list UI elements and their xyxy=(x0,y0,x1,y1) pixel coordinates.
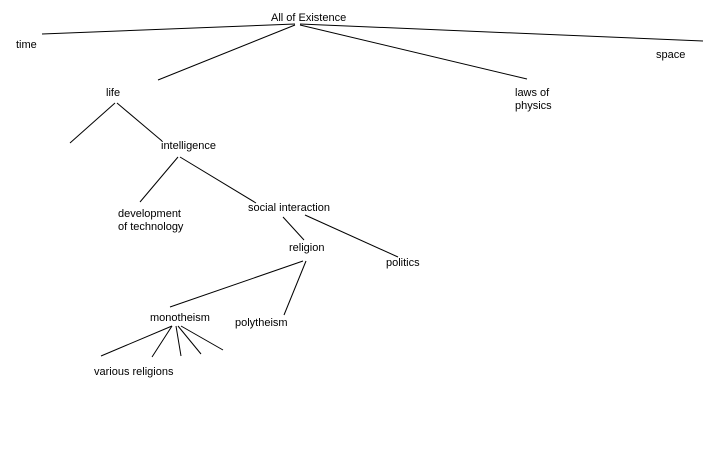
node-politics: politics xyxy=(386,257,420,269)
edge-intelligence-social-interaction xyxy=(179,156,257,204)
edge-monotheism-branch-4 xyxy=(177,325,202,355)
edge-life-unnamed-branch xyxy=(69,102,116,144)
edge-monotheism-branch-2 xyxy=(151,325,173,358)
edge-religion-polytheism xyxy=(283,260,307,316)
node-religion: religion xyxy=(289,242,325,254)
node-development-line2: of technology xyxy=(118,221,184,233)
node-intelligence: intelligence xyxy=(161,140,217,152)
edge-root-time xyxy=(41,23,296,35)
node-various-religions: various religions xyxy=(94,366,174,378)
node-social-interaction: social interaction xyxy=(248,202,330,214)
edge-monotheism-branch-3 xyxy=(175,325,182,357)
node-laws-of-physics: laws of physics xyxy=(515,87,552,113)
node-laws-of-physics-line1: laws of xyxy=(515,87,550,99)
edge-religion-monotheism xyxy=(169,260,304,308)
node-monotheism: monotheism xyxy=(150,312,210,324)
node-life: life xyxy=(106,87,121,99)
node-polytheism: polytheism xyxy=(235,317,288,329)
node-space: space xyxy=(656,49,686,61)
node-development-line1: development xyxy=(118,208,181,220)
edge-intelligence-development xyxy=(139,156,179,203)
edge-social-politics xyxy=(304,214,399,258)
edge-root-life xyxy=(157,24,296,81)
edge-root-laws-of-physics xyxy=(299,24,528,80)
node-time: time xyxy=(16,39,37,51)
edge-life-intelligence xyxy=(116,102,163,142)
edge-root-space xyxy=(299,23,704,42)
edge-monotheism-various-religions xyxy=(100,325,173,357)
node-laws-of-physics-line2: physics xyxy=(515,100,552,112)
node-all-of-existence: All of Existence xyxy=(271,12,347,24)
edge-social-religion xyxy=(282,216,305,241)
edge-monotheism-branch-5 xyxy=(180,325,224,351)
node-development-of-technology: development of technology xyxy=(118,208,183,234)
